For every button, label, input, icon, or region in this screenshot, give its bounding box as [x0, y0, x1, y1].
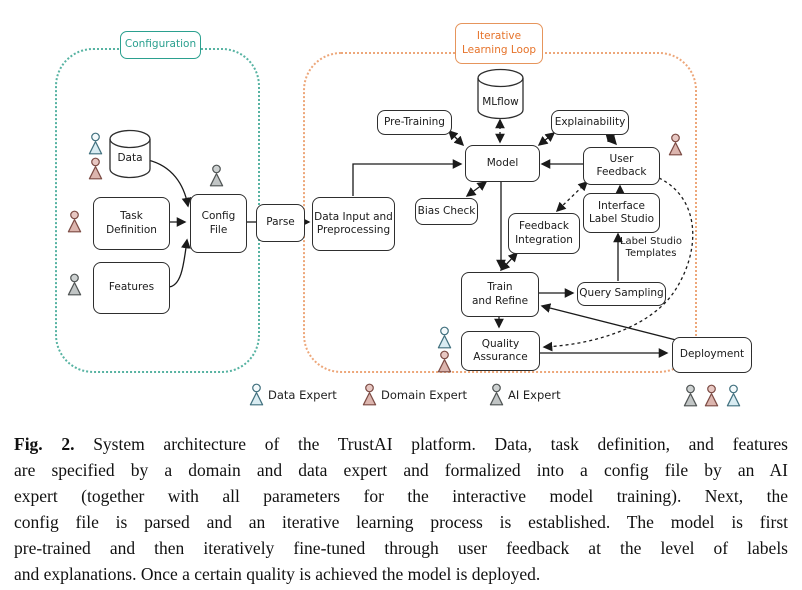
node-config-file: Config File	[190, 194, 247, 253]
node-train-and-refine: Train and Refine	[461, 272, 539, 317]
edge-data-to-configfile	[147, 159, 192, 208]
node-quality-assurance: Quality Assurance	[461, 331, 540, 371]
legend-data-expert: Data Expert	[249, 383, 337, 406]
node-interface-label-studio: Interface Label Studio	[583, 193, 660, 233]
domain-expert-icon	[362, 383, 377, 406]
edge-biascheck-model	[465, 181, 488, 197]
data-expert-icon	[249, 383, 264, 406]
caption-line: pre-trained and then iteratively fine-tu…	[14, 538, 788, 558]
domain-expert-icon	[67, 210, 82, 233]
edge-userfeedback-to-qualityassurance	[542, 177, 694, 352]
edge-model-explainability	[537, 132, 556, 146]
iterative-learning-loop-region-label: Iterative Learning Loop	[455, 23, 543, 64]
caption-line: expert (together with all parameters for…	[14, 486, 788, 506]
diagram-connectors	[109, 68, 694, 358]
domain-expert-icon	[437, 350, 452, 373]
legend-label: AI Expert	[508, 387, 561, 402]
legend-label: Data Expert	[268, 387, 337, 402]
caption-line: Fig. 2. System architecture of the Trust…	[14, 434, 788, 454]
mlflow-cylinder-rim	[477, 77, 524, 88]
data-cylinder	[109, 129, 151, 179]
label-studio-templates-edge-label: Label Studio Templates	[619, 236, 682, 259]
node-pre-training: Pre-Training	[377, 110, 452, 135]
caption-line: are specified by a domain and data exper…	[14, 460, 788, 480]
data-cylinder-rim	[109, 138, 151, 149]
data-expert-icon	[88, 132, 103, 155]
node-parse: Parse	[256, 204, 305, 242]
domain-expert-icon	[704, 384, 719, 407]
node-query-sampling: Query Sampling	[577, 282, 666, 306]
figure-caption: Fig. 2. System architecture of the Trust…	[14, 431, 788, 587]
mlflow-cylinder	[477, 68, 524, 120]
edge-features-to-configfile	[167, 238, 191, 288]
domain-expert-icon	[668, 133, 683, 156]
architecture-diagram: Configuration Iterative Learning Loop	[55, 23, 752, 407]
node-data-input-preprocessing: Data Input and Preprocessing	[312, 197, 395, 251]
node-model: Model	[465, 145, 540, 182]
node-features: Features	[93, 262, 170, 314]
data-expert-icon	[437, 326, 452, 349]
legend-ai-expert: AI Expert	[489, 383, 561, 406]
legend-domain-expert: Domain Expert	[362, 383, 467, 406]
data-expert-icon	[726, 384, 741, 407]
node-task-definition: Task Definition	[93, 197, 170, 250]
ai-expert-icon	[489, 383, 504, 406]
node-feedback-integration: Feedback Integration	[508, 213, 580, 254]
legend-label: Domain Expert	[381, 387, 467, 402]
node-mlflow: MLflow	[482, 96, 519, 108]
node-data: Data	[117, 152, 143, 164]
ai-expert-icon	[67, 273, 82, 296]
node-deployment: Deployment	[672, 337, 752, 373]
edge-datainput-to-model	[352, 159, 463, 196]
node-bias-check: Bias Check	[415, 198, 478, 225]
caption-line: config file is parsed and an iterative l…	[14, 512, 788, 532]
node-user-feedback: User Feedback	[583, 147, 660, 185]
configuration-region-label: Configuration	[120, 31, 201, 59]
edge-pretraining-model	[447, 129, 465, 147]
edge-feedbackintegration-trainrefine	[499, 251, 519, 272]
domain-expert-icon	[88, 157, 103, 180]
caption-line: and explanations. Once a certain quality…	[14, 564, 541, 584]
ai-expert-icon	[209, 164, 224, 187]
edge-deployment-to-trainrefine	[540, 303, 677, 341]
figure-number-label: Fig. 2.	[14, 434, 75, 454]
ai-expert-icon	[683, 384, 698, 407]
node-explainability: Explainability	[551, 110, 629, 135]
edge-userfeedback-feedbackintegration	[555, 180, 589, 213]
